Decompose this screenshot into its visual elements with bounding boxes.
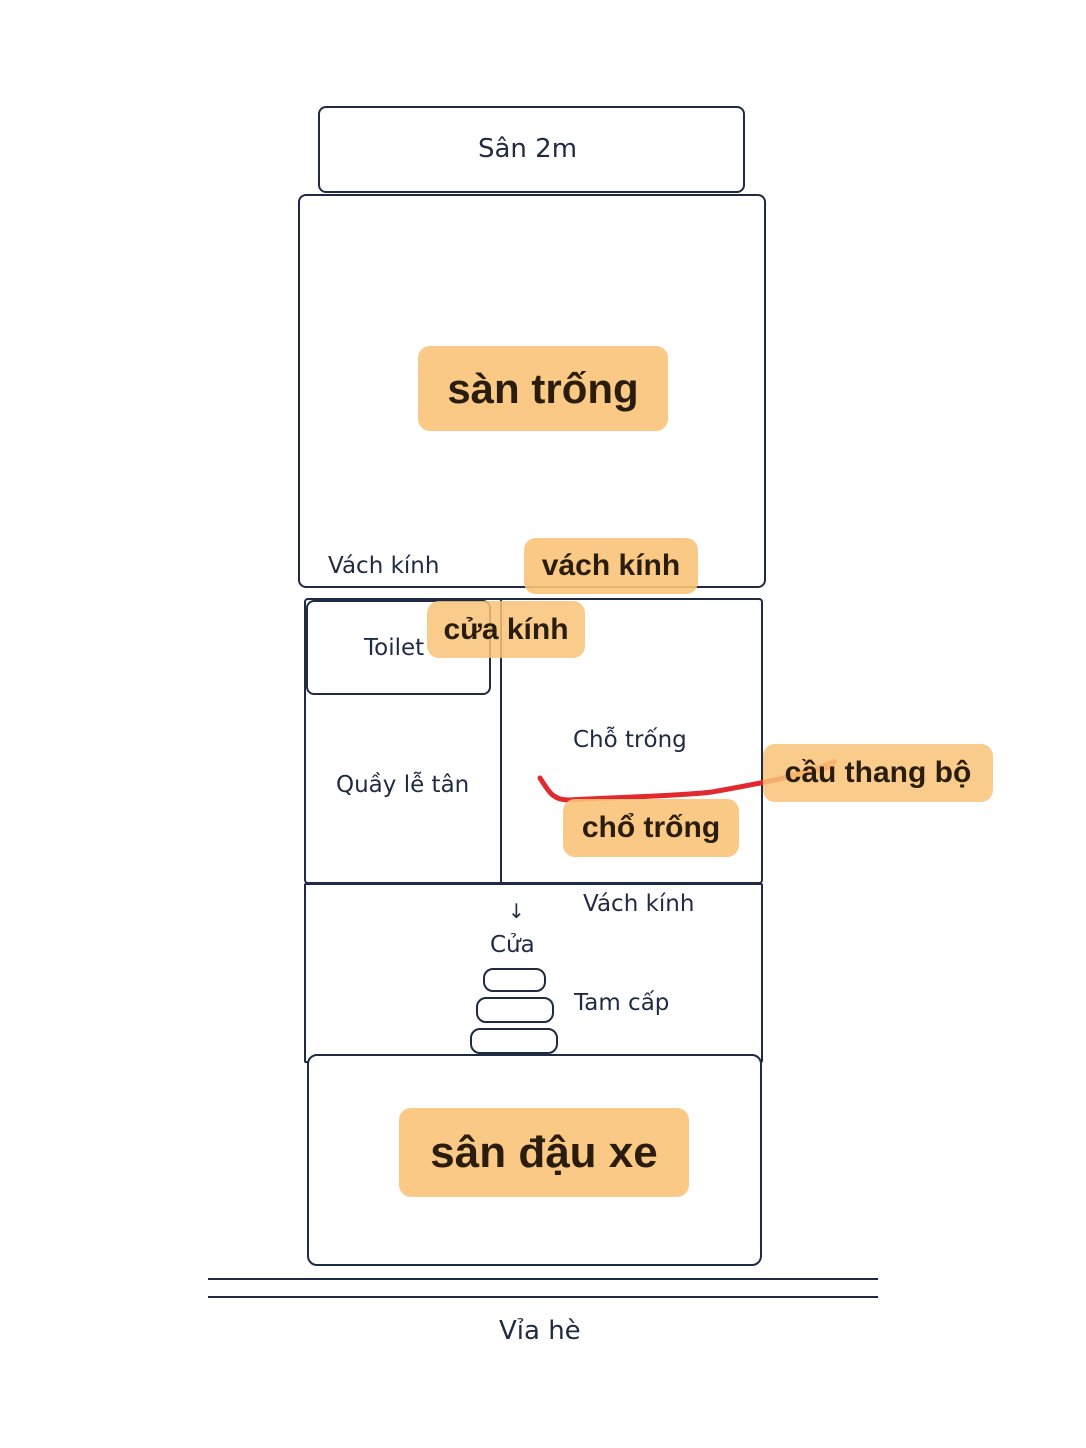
sidewalk-line-top (208, 1278, 878, 1280)
toilet-label: Toilet (364, 635, 425, 661)
step-bottom (470, 1028, 558, 1054)
yard-2m-room (318, 106, 745, 193)
down-arrow-icon: ↓ (508, 899, 525, 923)
annotation-parking: sân đậu xe (399, 1108, 689, 1197)
sidewalk-label: Vỉa hè (499, 1316, 581, 1346)
door-label: Cửa (490, 932, 535, 958)
annotation-glass-door: cửa kính (427, 601, 585, 658)
sidewalk-line-bottom (208, 1296, 878, 1298)
empty-space-label: Chỗ trống (573, 727, 687, 753)
yard-2m-label: Sân 2m (478, 134, 578, 164)
annotation-empty-spot: chổ trống (563, 799, 739, 857)
step-middle (476, 997, 554, 1023)
step-top (483, 968, 546, 992)
interior-divider (500, 598, 502, 884)
annotation-empty-floor: sàn trống (418, 346, 668, 431)
glass-wall-label-lower: Vách kính (583, 891, 695, 917)
annotation-glass-wall: vách kính (524, 538, 698, 594)
annotation-stairs: cầu thang bộ (763, 744, 993, 802)
glass-wall-label-upper: Vách kính (328, 553, 440, 579)
steps-label: Tam cấp (574, 990, 670, 1016)
reception-label: Quầy lễ tân (336, 772, 470, 798)
